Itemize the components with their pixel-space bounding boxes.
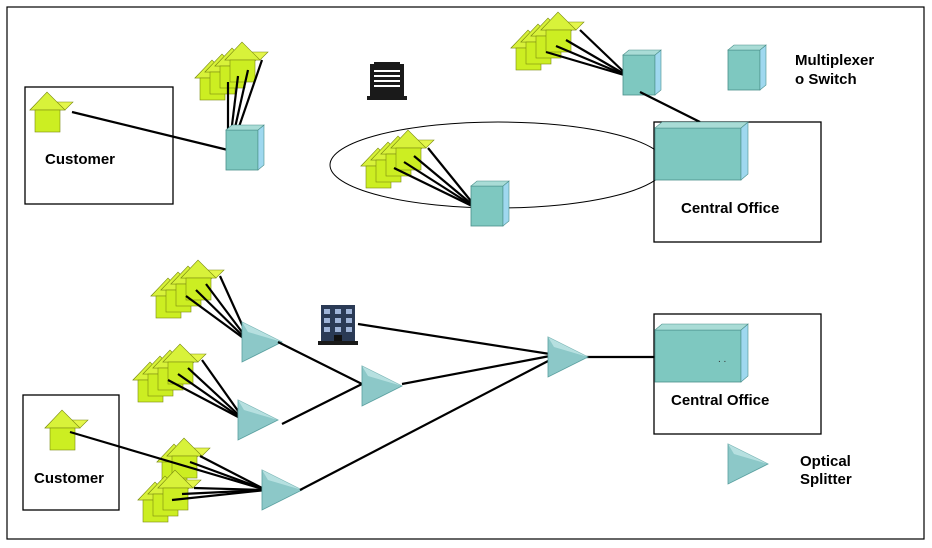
optical-splitter-icon [237,399,279,441]
office-building-icon [367,62,407,100]
optical-splitter-icon [361,365,403,407]
uplink-line [639,91,701,123]
central-office-label-top: Central Office [681,200,779,217]
central-office-switch-icon [654,323,749,383]
optical-splitter-icon [261,469,303,511]
house-icon [44,409,89,451]
legend-optical-splitter-icon [727,443,769,485]
office-building-icon [318,305,358,345]
customer-box-top [24,86,174,205]
legend-multiplexer-label: Multiplexer [795,52,874,69]
central-office-label-bottom: Central Office [671,392,769,409]
feeder-lines-main [299,322,655,491]
multiplexer-icon [622,49,662,96]
feeder-lines-stage-2 [277,341,363,425]
house-cluster-icon [361,130,434,188]
central-office-switch-icon [654,121,749,181]
house-icon [29,91,74,133]
optical-splitter-icon [241,321,283,363]
legend-switch-label: o Switch [795,71,857,88]
optical-splitter-icon [547,336,589,378]
drop-lines-ring [393,147,476,207]
central-office-box-bottom [653,313,822,435]
central-office-dots: . . [718,354,726,365]
multiplexer-icon [470,180,510,227]
drop-lines-bottom-2 [167,359,244,419]
outer-frame [6,6,925,540]
multiplexer-icon [225,124,265,171]
legend-splitter-label: Splitter [800,471,852,488]
drop-lines-bottom-1 [185,275,251,341]
legend-optical-label: Optical [800,453,851,470]
drop-lines-bottom-3 [69,430,267,502]
customer-label-top: Customer [45,151,115,168]
customer-box-bottom [22,394,120,511]
house-cluster-icon [151,260,224,318]
house-cluster-icon [511,12,584,70]
legend-multiplexer-icon [727,44,767,91]
drop-lines-top-right [545,29,628,77]
customer-label-bottom: Customer [34,470,104,487]
